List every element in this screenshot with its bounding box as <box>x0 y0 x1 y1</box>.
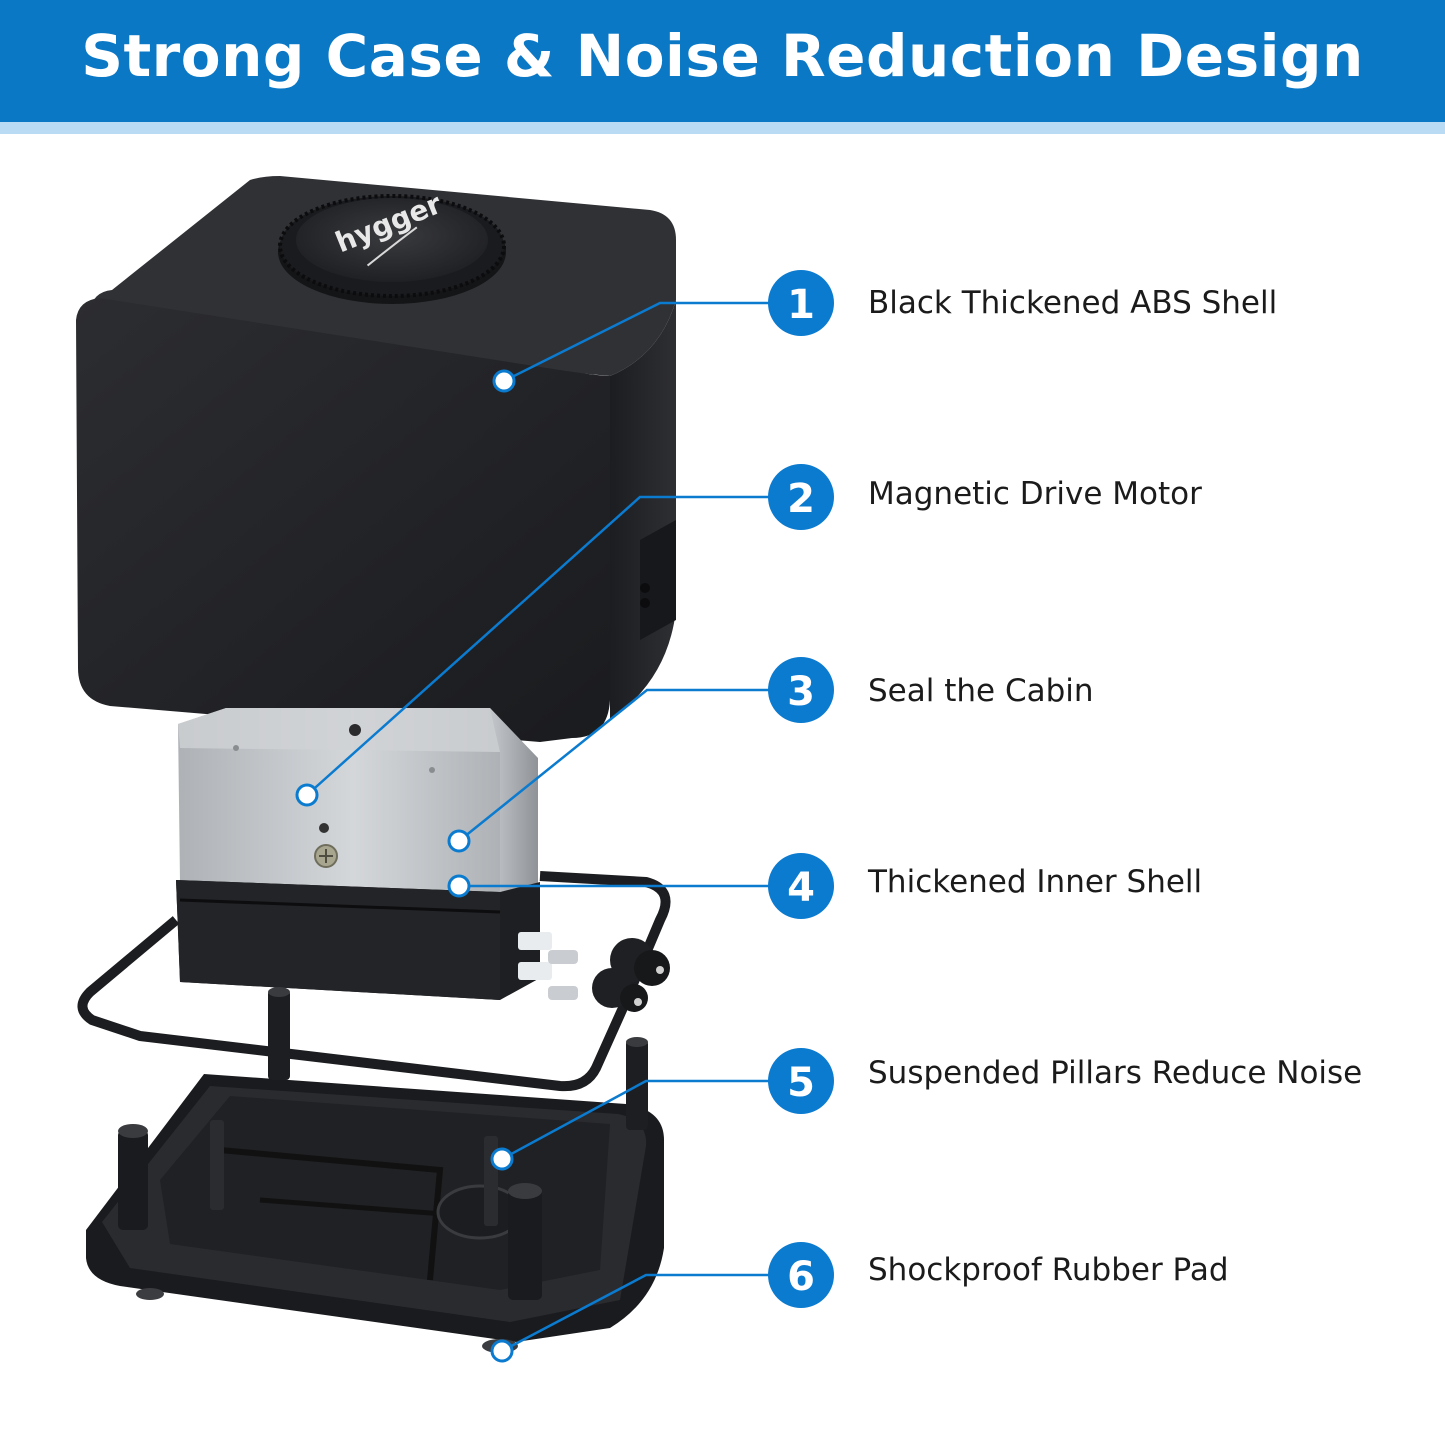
valve-knobs <box>592 938 670 1012</box>
callout-label-4: Thickened Inner Shell <box>868 864 1203 900</box>
callout-badge-3: 3 <box>768 657 834 723</box>
callout-badges: 1 2 3 4 5 6 <box>768 270 834 1308</box>
suspended-pillars <box>118 987 648 1300</box>
svg-text:3: 3 <box>787 669 815 715</box>
abs-shell: hygger <box>76 176 676 742</box>
callout-label-2: Magnetic Drive Motor <box>868 476 1202 512</box>
svg-text:6: 6 <box>787 1254 815 1300</box>
callout-badge-5: 5 <box>768 1048 834 1114</box>
callout-badge-6: 6 <box>768 1242 834 1308</box>
callout-badge-2: 2 <box>768 464 834 530</box>
callout-badge-4: 4 <box>768 853 834 919</box>
callout-label-1: Black Thickened ABS Shell <box>868 285 1278 321</box>
callout-label-3: Seal the Cabin <box>868 673 1094 709</box>
header-stripe <box>0 122 1445 134</box>
callout-label-5: Suspended Pillars Reduce Noise <box>868 1055 1363 1091</box>
callout-lines <box>306 301 800 1353</box>
header-banner: Strong Case & Noise Reduction Design <box>0 0 1445 122</box>
svg-text:5: 5 <box>787 1060 815 1106</box>
callout-dots <box>295 369 516 1363</box>
svg-text:4: 4 <box>787 865 815 911</box>
svg-text:2: 2 <box>787 476 815 522</box>
seal-frame <box>77 871 671 1092</box>
page-title: Strong Case & Noise Reduction Design <box>81 22 1364 90</box>
drive-motor <box>176 708 578 1000</box>
callout-label-6: Shockproof Rubber Pad <box>868 1252 1229 1288</box>
callout-badge-1: 1 <box>768 270 834 336</box>
svg-text:1: 1 <box>787 282 815 328</box>
